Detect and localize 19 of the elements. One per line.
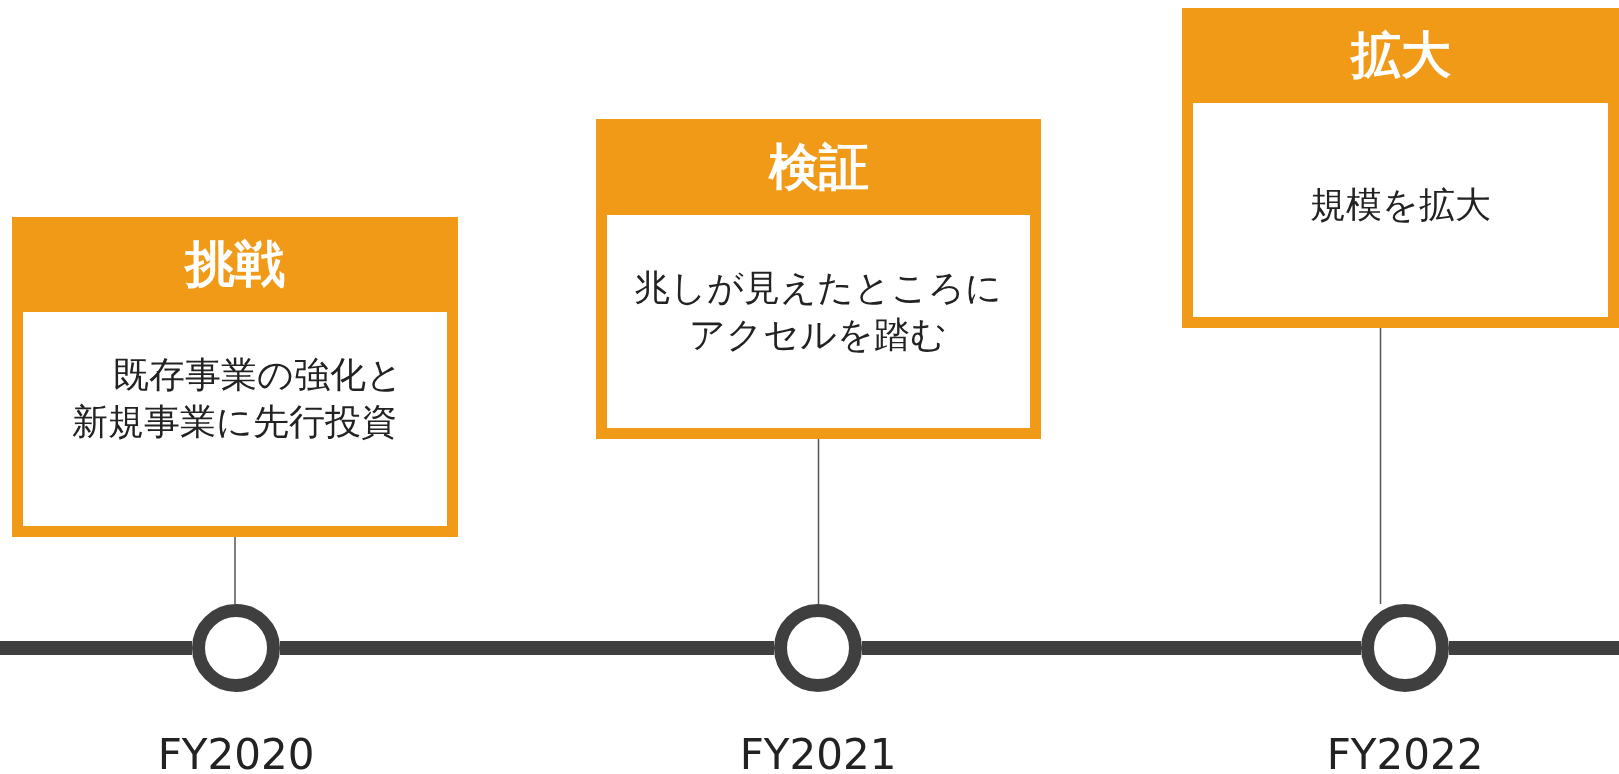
timeline-segment	[862, 641, 1361, 655]
card-heading: 挑戦	[185, 235, 285, 293]
year-label: FY2021	[739, 730, 897, 774]
card-text: 規模を拡大	[1309, 182, 1492, 227]
leader-line	[1379, 327, 1382, 605]
card-text: 既存事業の強化と新規事業に先行投資	[71, 353, 405, 444]
leader-line	[817, 438, 820, 605]
timeline-segment	[1449, 641, 1619, 655]
year-label: FY2020	[157, 730, 315, 774]
timeline-segment	[280, 641, 774, 655]
card-heading: 拡大	[1350, 26, 1451, 84]
leader-line	[234, 536, 236, 605]
milestone-card	[596, 119, 1041, 439]
milestone-card	[12, 217, 458, 537]
milestone-card	[1182, 8, 1619, 328]
card-text: 兆しが見えたところにアクセルを踏む	[633, 265, 1004, 357]
card-heading: 検証	[768, 138, 869, 196]
timeline-segment	[0, 641, 192, 655]
year-label: FY2022	[1326, 730, 1484, 774]
